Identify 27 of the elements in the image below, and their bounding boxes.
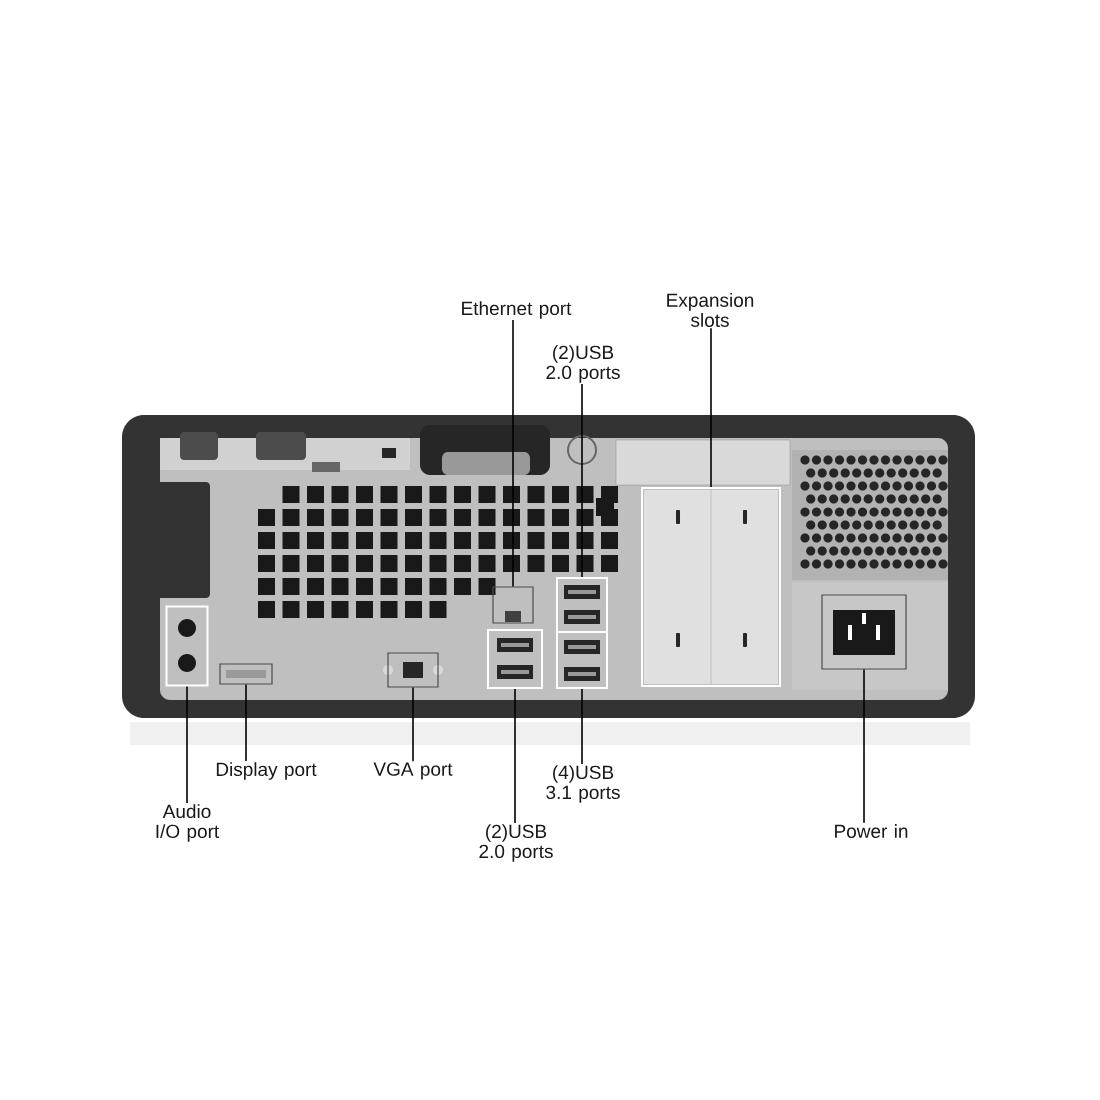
highlight-box (487, 629, 543, 689)
leader-line (186, 685, 188, 804)
leader-line (863, 668, 865, 824)
leader-line (245, 683, 247, 762)
highlight-box (641, 487, 781, 687)
port-socket (387, 652, 439, 688)
port-socket (219, 663, 273, 685)
callout-label: Display port (216, 762, 317, 780)
leader-line (581, 688, 583, 765)
callout-label: (2)USB 2.0 ports (546, 345, 620, 383)
highlight-box (165, 605, 209, 687)
port-socket (821, 594, 907, 670)
port-socket (492, 586, 534, 624)
leader-line (512, 319, 514, 588)
leader-line (710, 327, 712, 488)
callout-label: Ethernet port (462, 301, 572, 319)
leader-line (412, 686, 414, 762)
callout-label: Expansion slots (667, 293, 754, 327)
callout-label: (4)USB 3.1 ports (546, 765, 620, 803)
callout-label: (2)USB 2.0 ports (479, 824, 553, 862)
highlight-box (556, 631, 608, 689)
highlight-box (556, 577, 608, 633)
callout-label: VGA port (373, 762, 453, 780)
leader-line (581, 383, 583, 578)
leader-line (514, 688, 516, 824)
callout-label: Audio I/O port (156, 804, 220, 842)
callout-label: Power in (835, 824, 908, 838)
